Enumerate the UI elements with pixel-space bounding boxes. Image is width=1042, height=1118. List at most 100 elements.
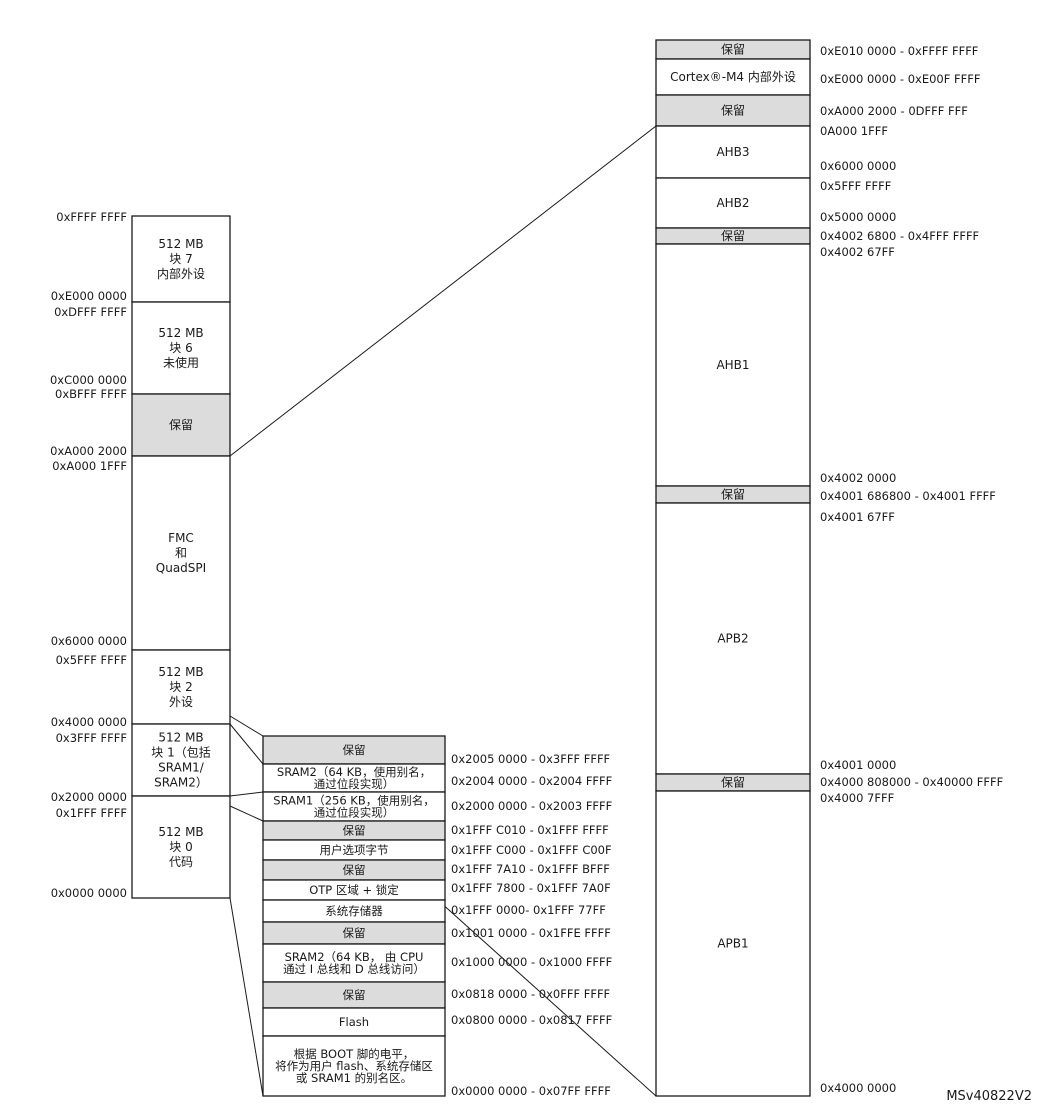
address-label: 0x4000 7FFF [820,791,894,805]
left-block-label: 块 7 [169,252,192,266]
left-block-rect [131,723,231,797]
right-block-label: 保留 [721,104,745,118]
middle-block-rect [262,1035,446,1097]
middle-block-3: 保留 [262,820,446,841]
right-block-label: AHB3 [716,145,749,159]
address-label: 0x2000 0000 - 0x2003 FFFF [451,799,612,813]
middle-block-label: 用户选项字节 [320,843,389,857]
left-block-label: 未使用 [163,355,199,370]
address-label: 0x4002 0000 [820,471,896,485]
middle-memory-column: 保留 SRAM2（64 KB，使用别名，通过位段实现）SRAM1（256 KB，使… [262,735,446,1097]
connector-line [229,791,264,797]
left-block-label: 512 MB [158,825,203,839]
right-block-rect [655,125,811,179]
left-block-label: 和 [175,546,187,560]
left-block-label: 保留 [169,418,193,432]
address-label: 0x5000 0000 [820,210,896,224]
address-label: 0xFFFF FFFF [56,210,127,224]
connector-line [229,715,264,737]
address-label: 0xE010 0000 - 0xFFFF FFFF [820,44,978,58]
right-block-label: APB2 [717,632,748,646]
middle-block-label: Flash [339,1015,369,1029]
address-label: 0xA000 1FFF [52,459,127,473]
connector-line [229,805,264,822]
address-label: 0x4000 0000 [820,1081,896,1095]
right-block-rect [655,177,811,229]
middle-block-label: 保留 [343,743,366,757]
left-block-rect [131,301,231,395]
middle-block-11: Flash [262,1007,446,1037]
address-label: 0x4002 67FF [820,245,895,259]
middle-block-rect [262,735,446,765]
left-block-4: 512 MB块 2外设 [131,649,231,725]
address-label: 0x4001 0000 [820,758,896,772]
middle-block-label: 通过 I 总线和 D 总线访问） [283,962,425,976]
address-label: 0x1FFF FFFF [56,806,127,820]
address-label: 0x0000 0000 - 0x07FF FFFF [451,1084,611,1098]
address-label: 0x2004 0000 - 0x2004 FFFF [451,774,612,788]
address-label: 0x4002 6800 - 0x4FFF FFFF [820,229,979,243]
middle-block-6: OTP 区域 + 锁定 [262,879,446,901]
address-label: 0xDFFF FFFF [54,305,127,319]
address-label: 0x1FFF C000 - 0x1FFF C00F [451,843,612,857]
right-block-label: Cortex®-M4 内部外设 [670,69,796,84]
right-block-label: 保留 [721,43,745,57]
right-block-6: AHB1 [655,243,811,487]
address-label: 0xBFFF FFFF [55,387,127,401]
left-block-label: SRAM1/ [158,761,205,775]
right-block-1: Cortex®-M4 内部外设 [655,58,811,96]
address-label: 0x4001 686800 - 0x4001 FFFF [820,489,996,503]
left-block-label: 代码 [169,855,193,869]
right-block-7: 保留 [655,485,811,504]
left-block-6: 512 MB块 0代码 [131,795,231,899]
right-block-8: APB2 [655,502,811,775]
address-label: 0x0818 0000 - 0x0FFF FFFF [451,987,610,1001]
address-label: 0xA000 2000 [50,444,127,458]
right-block-0: 保留 [655,39,811,60]
right-block-label: 保留 [721,776,745,790]
middle-block-label: SRAM2（64 KB， 由 CPU [285,950,424,964]
middle-block-8: 保留 [262,921,446,945]
right-block-4: AHB2 [655,177,811,229]
address-label: 0x1FFF 0000- 0x1FFF 77FF [451,903,606,917]
left-block-label: 块 2 [169,680,192,694]
middle-block-1: SRAM2（64 KB，使用别名，通过位段实现） [262,763,446,793]
middle-block-label: 保留 [343,926,366,940]
left-block-label: FMC [168,531,194,545]
address-label: 0x0000 0000 [51,886,127,900]
left-block-label: 块 1（包括 [151,745,210,760]
middle-block-label: SRAM1（256 KB，使用别名， [273,794,434,808]
middle-block-7: 系统存储器 [262,899,446,923]
left-block-label: 512 MB [158,731,203,745]
address-label: 0x1000 0000 - 0x1000 FFFF [451,955,612,969]
address-label: 0x5FFF FFFF [56,653,127,667]
address-label: 0x6000 0000 [820,159,896,173]
middle-block-2: SRAM1（256 KB，使用别名，通过位段实现） [262,791,446,822]
left-block-label: 内部外设 [157,266,205,281]
left-block-label: 512 MB [158,326,203,340]
address-label: 0x1FFF C010 - 0x1FFF FFFF [451,823,609,837]
right-block-3: AHB3 [655,125,811,179]
middle-block-label: 保留 [343,863,366,877]
left-block-label: 块 0 [169,840,192,854]
connector-line [229,723,264,765]
address-label: 0x1FFF 7A10 - 0x1FFF BFFF [451,862,610,876]
address-label: 0x3FFF FFFF [56,731,127,745]
right-block-rect [655,94,811,127]
left-block-label: SRAM2） [154,776,208,790]
address-label: 0x6000 0000 [51,634,127,648]
zoom-connector-lines [229,125,657,1097]
middle-block-rect [262,1007,446,1037]
middle-block-rect [262,943,446,983]
address-label: 0x2005 0000 - 0x3FFF FFFF [451,752,610,766]
left-block-label: 块 6 [169,341,192,355]
middle-block-label: 或 SRAM1 的别名区。 [296,1071,412,1085]
